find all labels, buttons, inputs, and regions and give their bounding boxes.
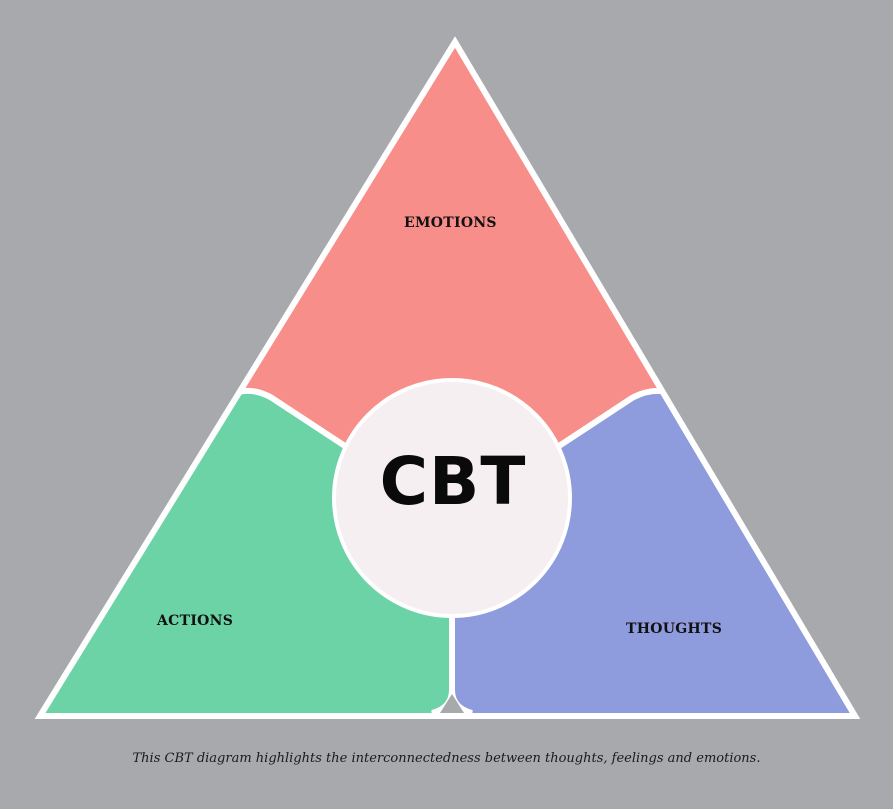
center-circle (332, 378, 572, 618)
actions-label: ACTIONS (157, 613, 234, 629)
base-gap (440, 694, 464, 713)
center-label: CBT (379, 443, 527, 520)
caption: This CBT diagram highlights the intercon… (132, 751, 761, 766)
emotions-section (230, 46, 680, 445)
triangle-outline (34, 36, 861, 719)
thoughts-label: THOUGHTS (626, 621, 723, 637)
emotions-label: EMOTIONS (404, 215, 497, 231)
